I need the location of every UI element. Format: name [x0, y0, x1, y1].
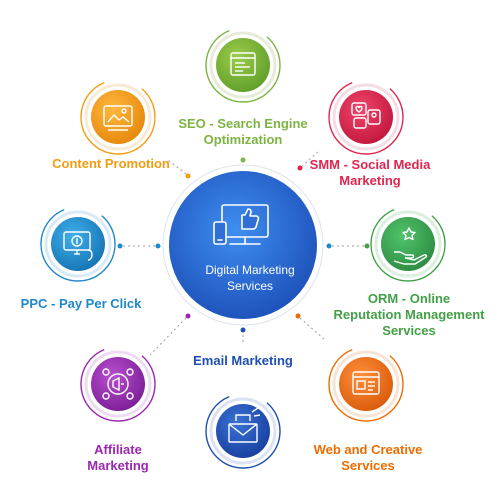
content-label-line1: Content Promotion [52, 156, 170, 171]
web-label[interactable]: Web and Creative Services [300, 442, 436, 474]
content-label[interactable]: Content Promotion [38, 156, 184, 172]
affiliate-label-line2: Marketing [87, 458, 149, 473]
affiliate-label-line1: Affiliate [94, 442, 142, 457]
reputation-hand-icon [393, 227, 428, 265]
affiliate-label[interactable]: Affiliate Marketing [70, 442, 166, 474]
content-image-icon [103, 105, 133, 131]
orm-node[interactable] [370, 206, 446, 282]
seo-label[interactable]: SEO - Search Engine Optimization [155, 116, 331, 148]
content-node[interactable] [80, 79, 156, 155]
center-title-line2: Services [226, 279, 273, 293]
orm-label-line3: Services [382, 323, 436, 338]
laptop-like-icon [213, 204, 269, 245]
web-node[interactable] [328, 346, 404, 422]
web-page-icon [352, 371, 380, 395]
affiliate-node[interactable] [80, 346, 156, 422]
smm-label-line1: SMM - Social Media [309, 157, 431, 172]
seo-label-line1: SEO - Search Engine [178, 116, 308, 131]
ppc-label[interactable]: PPC - Pay Per Click [6, 296, 156, 312]
ppc-label-line1: PPC - Pay Per Click [20, 296, 142, 311]
smm-node[interactable] [328, 79, 404, 155]
orm-label[interactable]: ORM - Online Reputation Management Servi… [320, 291, 498, 339]
center-title-line1: Digital Marketing [205, 263, 295, 277]
seo-browser-icon [230, 52, 256, 76]
web-label-line1: Web and Creative [313, 442, 423, 457]
seo-node[interactable] [205, 27, 281, 103]
smm-label-line2: Marketing [339, 173, 401, 188]
email-label-line1: Email Marketing [193, 353, 293, 368]
affiliate-network-icon [102, 368, 134, 400]
orm-label-line1: ORM - Online [367, 291, 451, 306]
ppc-node[interactable] [40, 206, 116, 282]
email-node[interactable] [205, 393, 281, 469]
smm-label[interactable]: SMM - Social Media Marketing [290, 157, 450, 189]
orm-label-line2: Reputation Management [333, 307, 485, 322]
ppc-click-icon [63, 231, 93, 261]
email-label[interactable]: Email Marketing [180, 353, 306, 369]
social-media-icon [351, 102, 381, 129]
email-envelope-icon [228, 407, 261, 443]
center-title: Digital Marketing Services [190, 262, 310, 294]
center-hub [162, 164, 324, 326]
connector-web [299, 317, 326, 341]
connector-affiliate [149, 317, 187, 356]
web-label-line2: Services [341, 458, 395, 473]
seo-label-line2: Optimization [203, 132, 283, 147]
connector-content [167, 159, 187, 175]
connector-dots [117, 157, 370, 333]
